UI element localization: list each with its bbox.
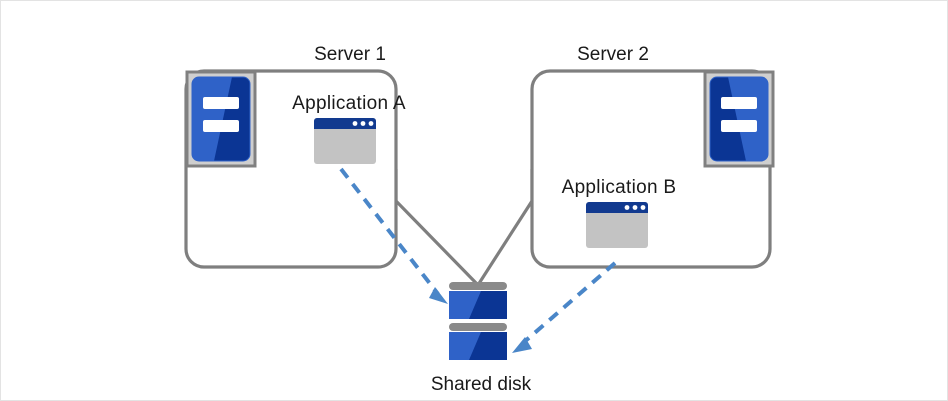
server-icon-bar-top [203, 97, 239, 109]
window-titlebar [314, 118, 376, 129]
disk-unit-1 [449, 282, 507, 319]
shared-disk-label: Shared disk [431, 374, 532, 395]
disk-unit-2 [449, 323, 507, 360]
disk-body [449, 291, 507, 319]
window-titlebar [586, 202, 648, 213]
arrow-group [339, 167, 617, 353]
window-body [586, 202, 648, 248]
server-icon-plate-outline [709, 76, 769, 162]
arrow-app-a-to-disk [339, 167, 448, 304]
application-b-window-icon [586, 202, 648, 248]
server-icon-plate [192, 77, 250, 161]
server-icon-bar-bottom [203, 120, 239, 132]
arrow-shaft [339, 167, 440, 296]
server2-icon [703, 70, 775, 168]
window-dot-3 [368, 121, 374, 126]
server-icon-plate-outline [191, 76, 251, 162]
server-icon-bar-top [721, 97, 757, 109]
arrow-shaft [521, 261, 617, 345]
window-dot-1 [624, 205, 630, 210]
arrow-head [429, 287, 448, 304]
window-dot-1 [352, 121, 358, 126]
arrow-app-b-to-disk [512, 261, 617, 353]
arrow-head [512, 337, 532, 353]
disk-bar [449, 323, 507, 331]
window-body [314, 118, 376, 164]
server1-icon [185, 70, 257, 168]
application-a-window-icon [314, 118, 376, 164]
window-dot-3 [640, 205, 646, 210]
disk-bar [449, 282, 507, 290]
disk-body [449, 332, 507, 360]
window-dot-2 [632, 205, 638, 210]
application-b-label: Application B [562, 177, 677, 198]
server1-node[interactable]: Server 1 Application A [184, 44, 406, 269]
connector-server1-to-disk [394, 169, 480, 287]
shared-disk-node[interactable]: Shared disk [431, 282, 532, 395]
connector-server2-to-disk [476, 169, 534, 286]
server-icon-plate [710, 77, 768, 161]
server-icon-bar-bottom [721, 120, 757, 132]
server2-title: Server 2 [577, 44, 649, 65]
server1-title: Server 1 [314, 44, 386, 65]
server2-node[interactable]: Server 2 Application B [530, 44, 775, 269]
application-a-label: Application A [292, 93, 406, 114]
window-dot-2 [360, 121, 366, 126]
